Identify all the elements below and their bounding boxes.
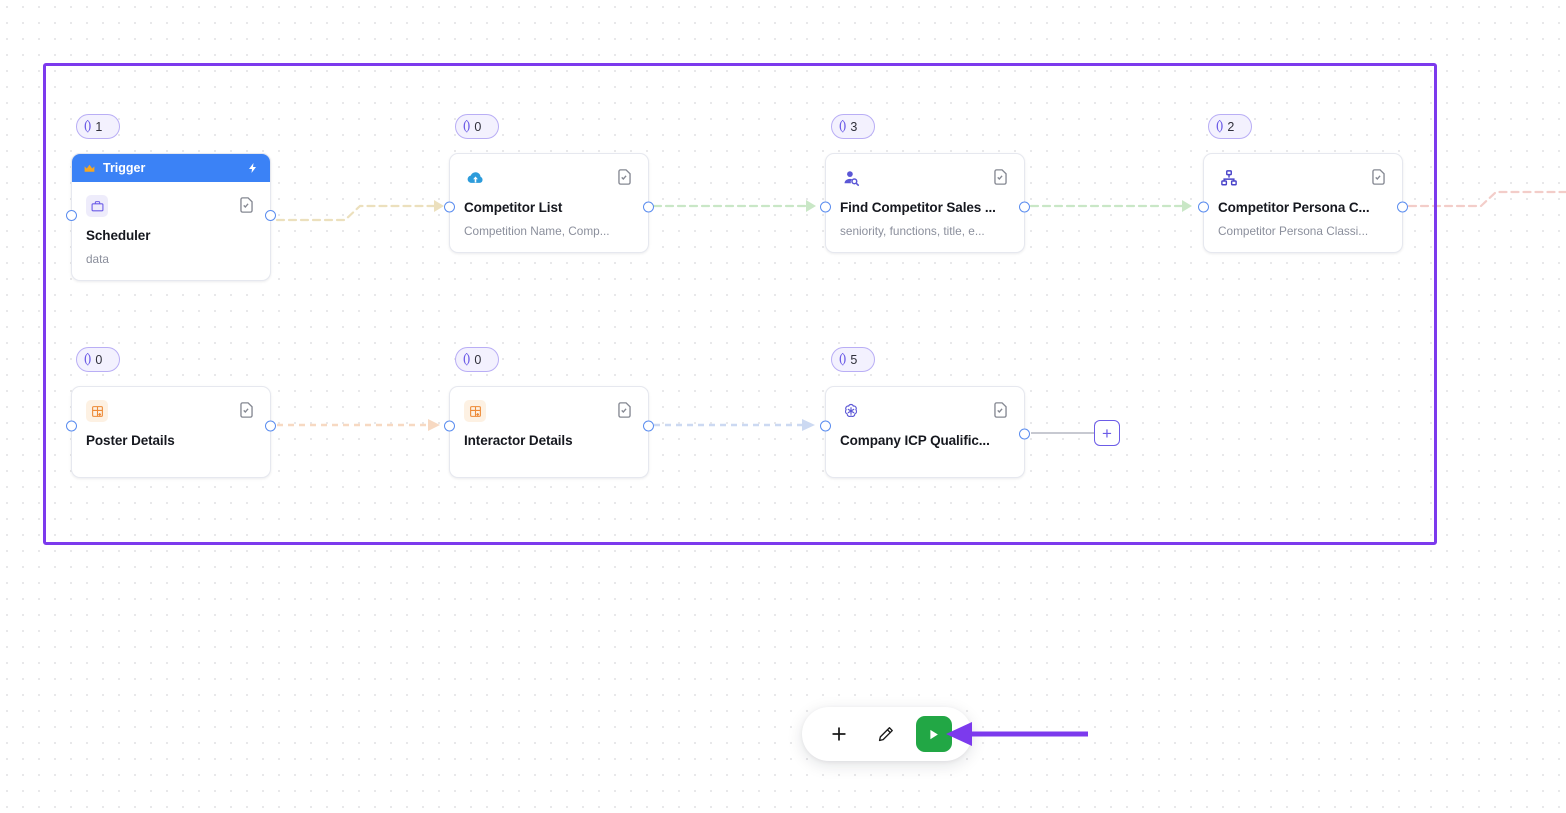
badge-count: 5 — [850, 352, 858, 367]
edge-arrow-1 — [434, 200, 444, 212]
node-subtitle: seniority, functions, title, e... — [840, 224, 985, 239]
pen-icon — [879, 726, 894, 741]
grid-plus-icon — [86, 400, 108, 422]
node-subtitle: Competition Name, Comp... — [464, 224, 610, 239]
badge-competitor-list: () 0 — [455, 114, 499, 139]
plus-icon — [832, 727, 847, 741]
input-port[interactable] — [444, 201, 455, 213]
badge-find-competitor-sales: () 3 — [831, 114, 875, 139]
badge-brace-icon: () — [1216, 118, 1223, 133]
badge-brace-icon: () — [84, 118, 91, 133]
input-port[interactable] — [820, 201, 831, 213]
document-check-icon[interactable] — [237, 195, 256, 215]
trigger-label: Trigger — [103, 161, 146, 175]
badge-brace-icon: () — [463, 118, 470, 133]
edit-pen-toolbar-button[interactable] — [869, 717, 903, 751]
node-body: Competitor Persona C... Competitor Perso… — [1204, 154, 1402, 252]
node-body: Find Competitor Sales ... seniority, fun… — [826, 154, 1024, 252]
briefcase-icon — [86, 195, 108, 217]
grid-plus-icon — [464, 400, 486, 422]
cloud-upload-icon — [464, 167, 486, 189]
output-port[interactable] — [643, 420, 654, 432]
node-competitor-list[interactable]: Competitor List Competition Name, Comp..… — [444, 153, 654, 254]
node-title: Scheduler — [86, 228, 151, 243]
output-port[interactable] — [265, 210, 276, 222]
node-title: Poster Details — [86, 433, 175, 448]
output-port[interactable] — [643, 201, 654, 213]
node-body: Interactor Details — [450, 387, 648, 477]
badge-brace-icon: () — [463, 351, 470, 366]
badge-brace-icon: () — [839, 351, 846, 366]
org-chart-icon — [1218, 167, 1240, 189]
node-competitor-persona[interactable]: Competitor Persona C... Competitor Perso… — [1198, 153, 1408, 254]
document-check-icon[interactable] — [1369, 167, 1388, 187]
badge-brace-icon: () — [84, 351, 91, 366]
badge-count: 0 — [95, 352, 103, 367]
edge-arrow-4 — [428, 419, 440, 431]
play-icon — [930, 729, 939, 739]
node-find-competitor-sales[interactable]: Find Competitor Sales ... seniority, fun… — [820, 153, 1030, 254]
document-check-icon[interactable] — [991, 167, 1010, 187]
node-title: Interactor Details — [464, 433, 573, 448]
node-title: Find Competitor Sales ... — [840, 200, 996, 215]
edge-arrow-3 — [1182, 200, 1192, 212]
document-check-icon[interactable] — [615, 167, 634, 187]
edge-arrow-2 — [806, 200, 816, 212]
node-body: Company ICP Qualific... — [826, 387, 1024, 477]
node-body: Scheduler data — [72, 182, 270, 280]
person-search-icon — [840, 167, 862, 189]
add-node-toolbar-button[interactable] — [822, 717, 856, 751]
crown-icon — [84, 164, 95, 172]
badge-company-icp: () 5 — [831, 347, 875, 372]
add-node-button[interactable]: + — [1094, 420, 1120, 446]
input-port[interactable] — [66, 420, 77, 432]
input-port[interactable] — [444, 420, 455, 432]
node-poster-details[interactable]: Poster Details — [66, 386, 276, 479]
input-port[interactable] — [820, 420, 831, 432]
run-button[interactable] — [915, 716, 952, 752]
node-title: Competitor Persona C... — [1218, 200, 1370, 215]
document-check-icon[interactable] — [237, 400, 256, 420]
input-port[interactable] — [66, 210, 77, 222]
badge-interactor-details: () 0 — [455, 347, 499, 372]
lightning-bolt-icon — [249, 163, 256, 173]
canvas-toolbar[interactable] — [802, 707, 972, 761]
badge-poster-details: () 0 — [76, 347, 120, 372]
edge-persona-to-offscreen — [1407, 190, 1566, 208]
openai-icon — [840, 400, 862, 422]
node-title: Company ICP Qualific... — [840, 433, 990, 448]
edge-scheduler-to-competitor-list — [275, 204, 438, 222]
node-company-icp[interactable]: Company ICP Qualific... — [820, 386, 1030, 479]
output-port[interactable] — [1019, 201, 1030, 213]
badge-count: 3 — [850, 119, 858, 134]
badge-count: 1 — [95, 119, 103, 134]
badge-count: 0 — [474, 119, 482, 134]
trigger-header: Trigger — [72, 154, 270, 182]
input-port[interactable] — [1198, 201, 1209, 213]
node-scheduler[interactable]: Trigger Scheduler data — [66, 153, 276, 282]
badge-brace-icon: () — [839, 118, 846, 133]
document-check-icon[interactable] — [615, 400, 634, 420]
document-check-icon[interactable] — [991, 400, 1010, 420]
node-subtitle: Competitor Persona Classi... — [1218, 224, 1369, 239]
output-port[interactable] — [1019, 428, 1030, 440]
node-title: Competitor List — [464, 200, 563, 215]
badge-count: 0 — [474, 352, 482, 367]
node-subtitle: data — [86, 252, 109, 267]
node-body: Poster Details — [72, 387, 270, 477]
output-port[interactable] — [265, 420, 276, 432]
output-port[interactable] — [1397, 201, 1408, 213]
edge-arrow-5 — [802, 419, 815, 431]
node-body: Competitor List Competition Name, Comp..… — [450, 154, 648, 252]
node-interactor-details[interactable]: Interactor Details — [444, 386, 654, 479]
badge-scheduler: () 1 — [76, 114, 120, 139]
badge-count: 2 — [1227, 119, 1235, 134]
badge-competitor-persona: () 2 — [1208, 114, 1252, 139]
